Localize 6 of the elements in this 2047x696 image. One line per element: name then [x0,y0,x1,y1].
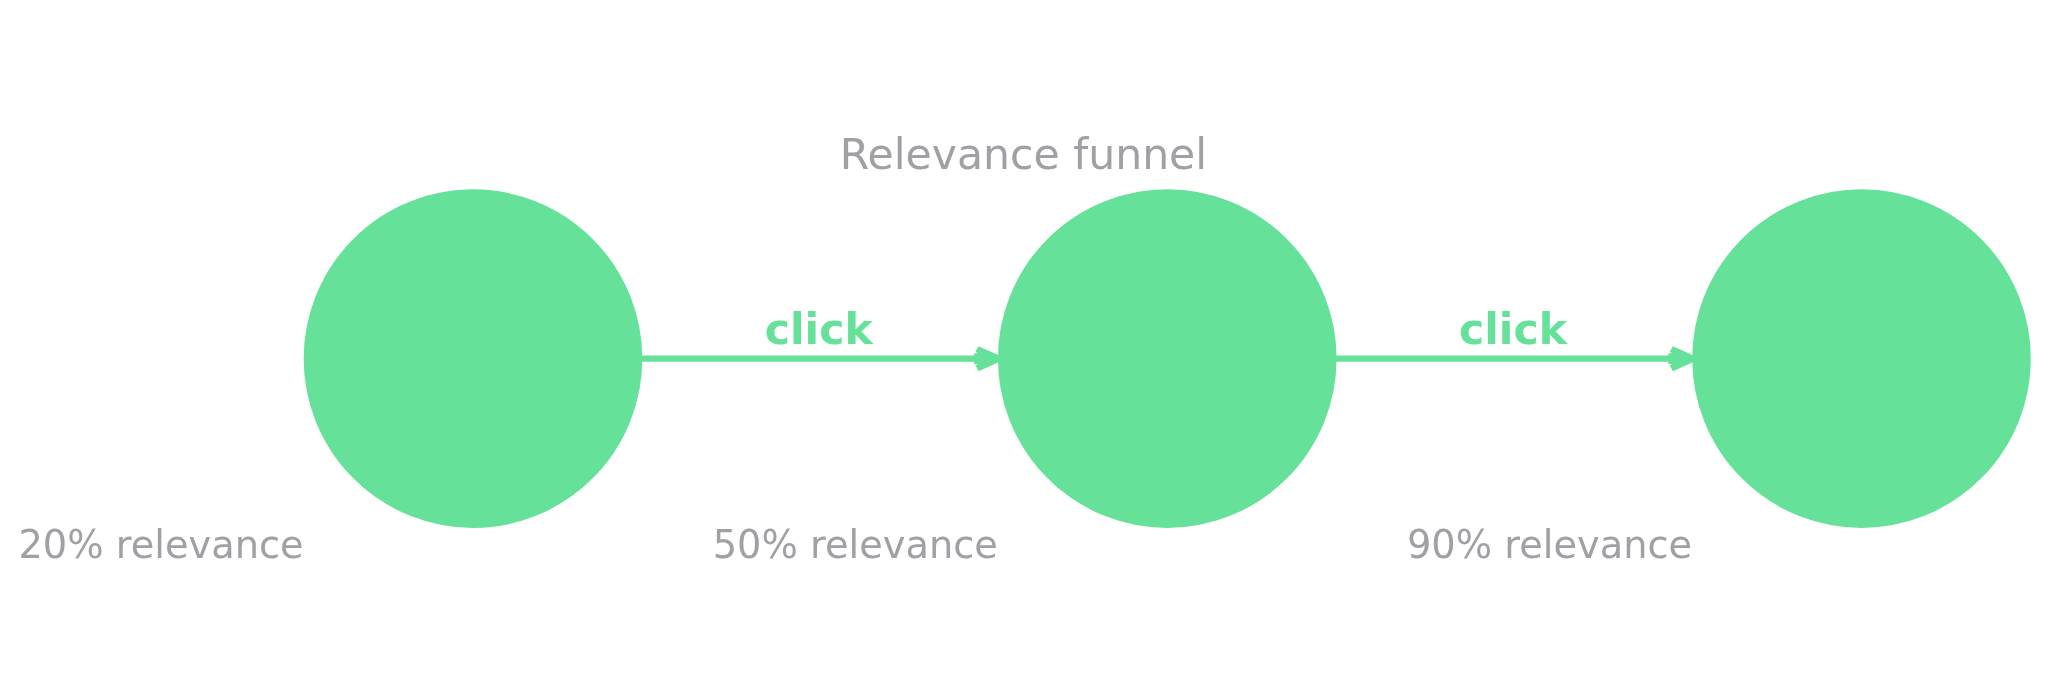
diagram-title: Relevance funnel [839,129,1208,180]
node-label: 50% relevance [712,521,998,567]
edge-label: click [1459,303,1567,354]
node-label: 20% relevance [18,521,304,567]
node-label: 90% relevance [1406,521,1693,567]
edge-label: click [764,303,873,354]
